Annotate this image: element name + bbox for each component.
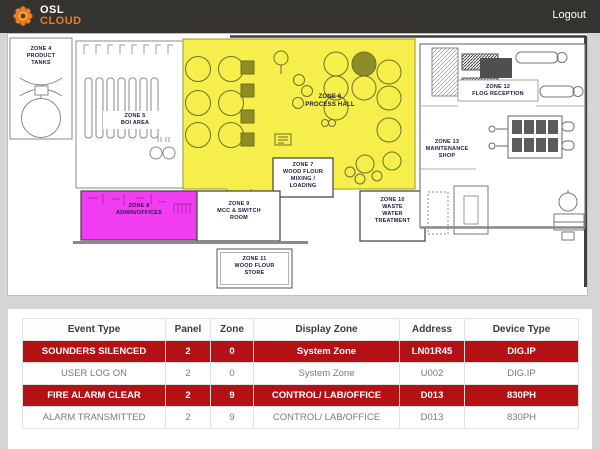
col-address: Address [399,318,465,341]
event-row-sounders-silenced[interactable]: SOUNDERS SILENCED 2 0 System Zone LN01R4… [22,340,579,363]
zone7-label: ZONE 7 WOOD FLOUR MIXING / LOADING [282,162,324,189]
brand-name: OSL [40,4,65,16]
top-bar: OSL CLOUD Logout [0,0,600,33]
event-log-panel: Event Type Panel Zone Display Zone Addre… [8,309,592,449]
osl-flower-logo-icon [13,6,33,26]
event-row-alarm-transmitted[interactable]: ALARM TRANSMITTED 2 9 CONTROL/ LAB/OFFIC… [22,406,579,429]
zone4-label: ZONE 4 PRODUCT TANKS [26,46,56,66]
zone5-label: ZONE 5 BOI AREA [120,113,150,126]
brand-sub: CLOUD [40,15,82,27]
zone12-label: ZONE 12 FLOG RECEPTION [472,84,524,97]
zone13-label: ZONE 13 MAINTENANCE SHOP [425,139,469,159]
col-panel: Panel [165,318,211,341]
logout-button[interactable]: Logout [552,9,586,21]
zone10-label: ZONE 10 WASTE WATER TREATMENT [374,197,411,224]
col-event-type: Event Type [22,318,166,341]
event-table-header-row: Event Type Panel Zone Display Zone Addre… [22,318,579,341]
event-table: Event Type Panel Zone Display Zone Addre… [22,318,579,429]
zone9-label: ZONE 9 MCC & SWITCH ROOM [217,201,261,221]
brand: OSL CLOUD [12,5,82,27]
event-row-user-log-on[interactable]: USER LOG ON 2 0 System Zone U002 DIG.IP [22,362,579,385]
col-display-zone: Display Zone [253,318,400,341]
floorplan-viewer[interactable]: ZONE 4 PRODUCT TANKS ZONE 5 BOI AREA ZON… [7,33,588,296]
floorplan-drawing [9,35,587,289]
zone8-label: ZONE 8 ADMIN/OFFICES [116,203,162,216]
event-row-fire-alarm-clear[interactable]: FIRE ALARM CLEAR 2 9 CONTROL/ LAB/OFFICE… [22,384,579,407]
col-zone: Zone [210,318,254,341]
col-device-type: Device Type [464,318,579,341]
zone11-label: ZONE 11 WOOD FLOUR STORE [234,256,275,276]
zone6-label: ZONE 6 PROCESS HALL [305,94,355,108]
